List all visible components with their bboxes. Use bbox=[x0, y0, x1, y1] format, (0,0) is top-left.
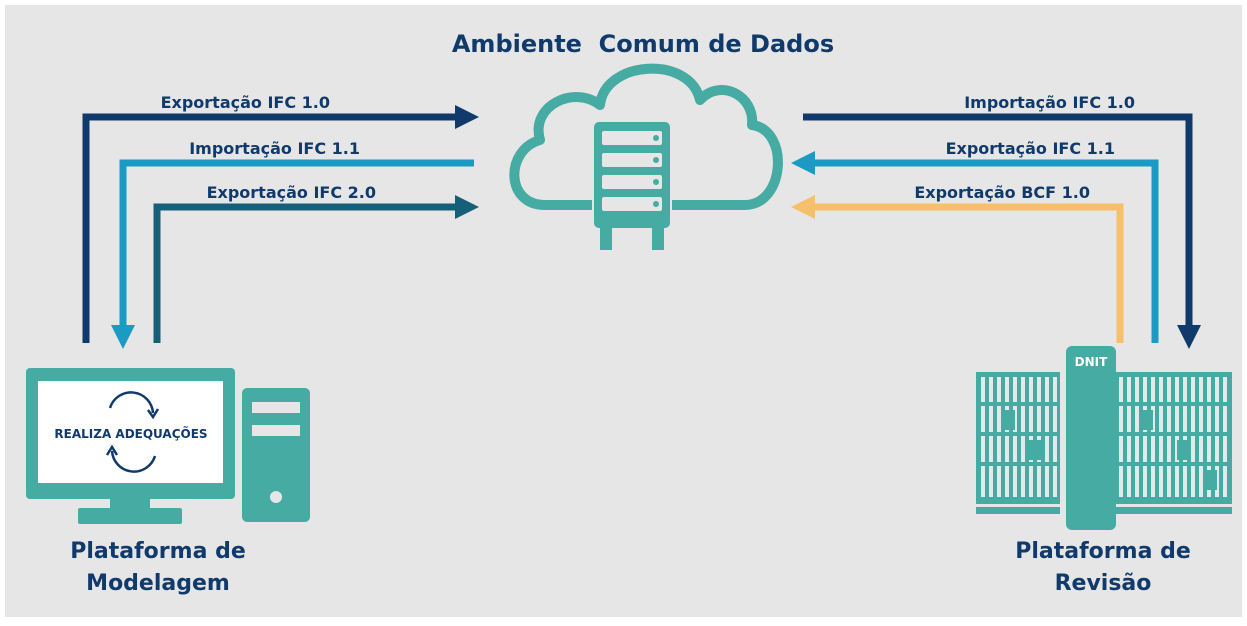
flow-left-export-ifc-2-0 bbox=[153, 195, 479, 343]
building-label: DNIT bbox=[1075, 355, 1108, 369]
flow-right-import-ifc-1-0 bbox=[803, 113, 1201, 349]
flow-right-export-bcf-1-0 bbox=[791, 195, 1124, 343]
dnit-building-icon bbox=[976, 346, 1232, 530]
computer-icon bbox=[26, 368, 310, 524]
left-platform-title-line1: Plataforma de bbox=[70, 539, 246, 564]
left-platform-title-line2: Modelagem bbox=[86, 571, 230, 596]
flow-left-label-3: Exportação IFC 2.0 bbox=[207, 183, 376, 202]
flow-left-label-2: Importação IFC 1.1 bbox=[189, 139, 360, 158]
flow-right-label-2: Exportação IFC 1.1 bbox=[946, 139, 1115, 158]
right-platform-title-line1: Plataforma de bbox=[1015, 539, 1191, 564]
refresh-cycle-icon bbox=[105, 391, 160, 473]
flow-left-import-ifc-1-1 bbox=[111, 159, 474, 349]
background bbox=[5, 5, 1242, 617]
diagram-title: Ambiente Comum de Dados bbox=[452, 30, 834, 58]
flow-right-label-1: Importação IFC 1.0 bbox=[964, 93, 1135, 112]
flow-left-label-1: Exportação IFC 1.0 bbox=[161, 93, 330, 112]
cloud-server-icon bbox=[509, 63, 783, 250]
flow-right-label-3: Exportação BCF 1.0 bbox=[914, 183, 1090, 202]
screen-text: REALIZA ADEQUAÇÕES bbox=[54, 426, 207, 441]
right-platform-title-line2: Revisão bbox=[1055, 571, 1152, 596]
flow-left-export-ifc-1-0 bbox=[82, 105, 479, 343]
flow-right-export-ifc-1-1 bbox=[791, 151, 1159, 343]
